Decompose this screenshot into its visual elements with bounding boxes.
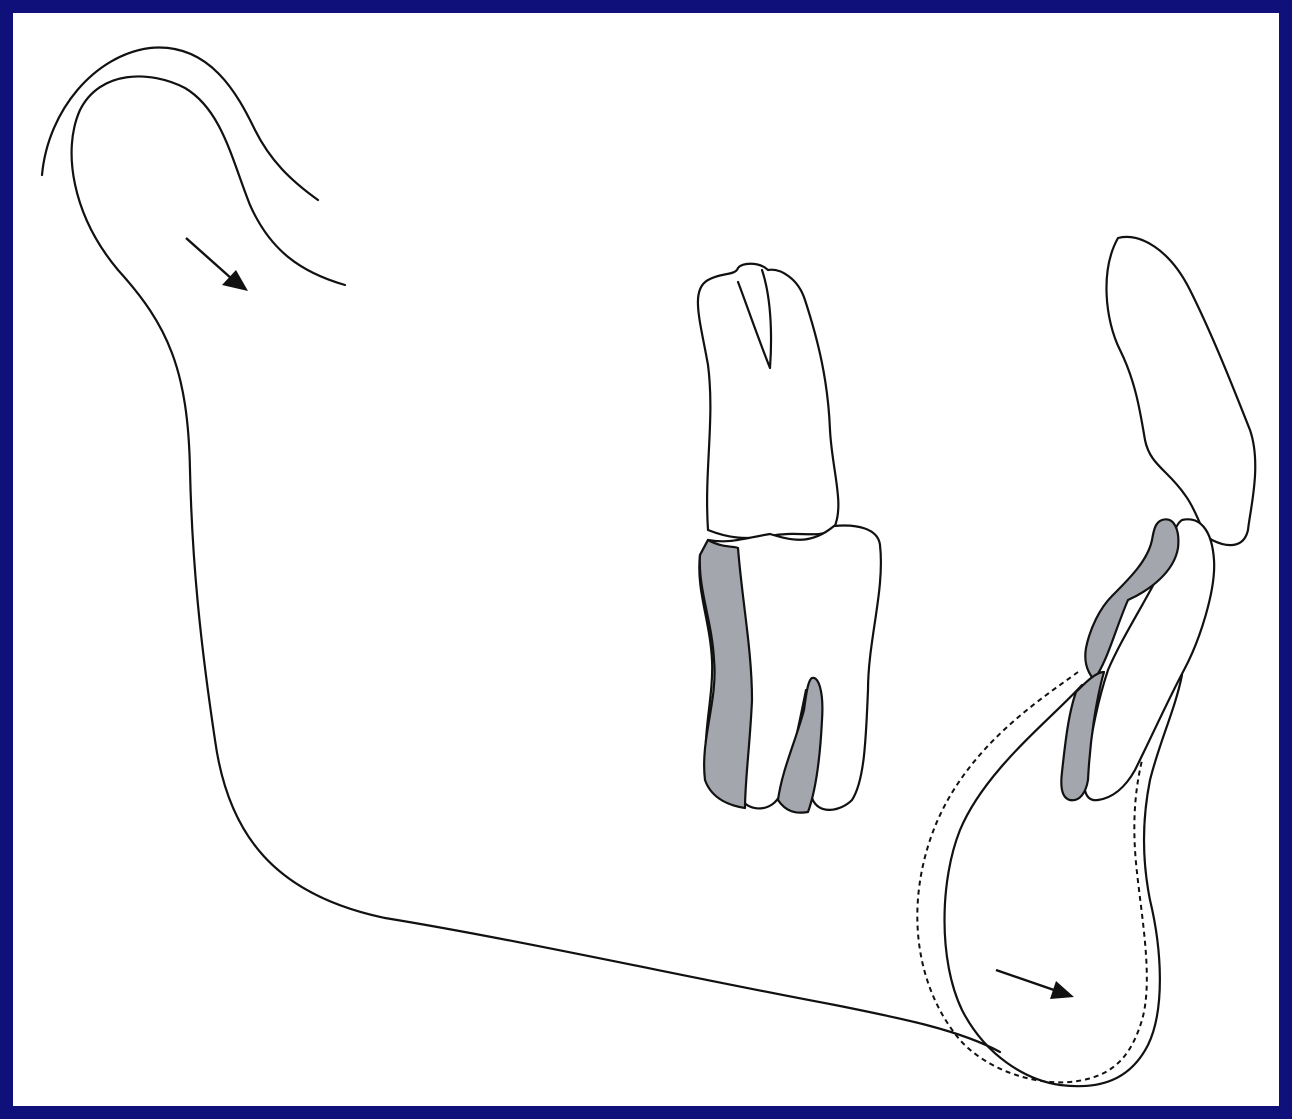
molar-upper-crown xyxy=(698,264,838,538)
condyle-outer-contour xyxy=(42,48,318,200)
arrow-icon xyxy=(186,238,248,291)
arrow-icon xyxy=(996,970,1074,999)
incisor-group xyxy=(917,237,1255,1086)
upper-incisor xyxy=(1106,237,1255,545)
molar-tooth xyxy=(698,264,881,813)
